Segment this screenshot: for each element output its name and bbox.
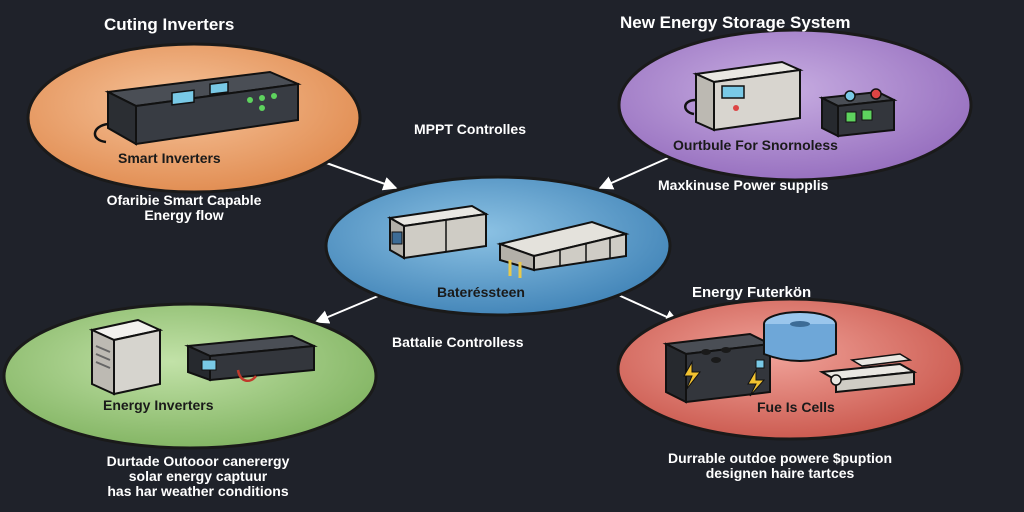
edge-label-mppt: MPPT Controlles bbox=[414, 121, 527, 137]
fuel-cell-icon bbox=[662, 311, 918, 404]
caption-line: Durrable outdoe powere $puption bbox=[667, 450, 892, 466]
battery-pack-icon bbox=[386, 204, 630, 278]
caption-energy-inverters: Durtade Outooor canerergy solar energy c… bbox=[60, 454, 336, 499]
node-energy-inverters bbox=[2, 302, 378, 450]
arrow-storage-to-battery bbox=[598, 157, 669, 190]
label-energy-inverters: Energy Inverters bbox=[103, 397, 214, 413]
label-smart-inverters: Smart Inverters bbox=[118, 150, 221, 166]
caption-line: has har weather conditions bbox=[107, 483, 289, 499]
caption-fuel-cells: Durrable outdoe powere $puption designen… bbox=[612, 451, 948, 481]
label-battery: Bateréssteen bbox=[437, 284, 525, 300]
arrow-smart-to-battery bbox=[317, 159, 398, 191]
caption-line: Energy flow bbox=[144, 207, 224, 223]
server-tower-icon bbox=[88, 318, 318, 396]
storage-cabinet-icon bbox=[684, 60, 898, 138]
title-bottom-right: Energy Futerkön bbox=[692, 284, 812, 301]
arrow-battery-to-inverters bbox=[314, 295, 379, 324]
caption-line: designen haire tartces bbox=[705, 465, 855, 481]
node-fuel-cells bbox=[616, 297, 964, 441]
edge-label-max-power: Maxkinuse Power supplis bbox=[658, 177, 829, 193]
label-fuel-cells: Fue Is Cells bbox=[757, 399, 835, 415]
caption-line: Durtade Outooor canerergy bbox=[106, 453, 290, 469]
node-battery bbox=[324, 175, 672, 317]
caption-line: solar energy captuur bbox=[128, 468, 268, 484]
inverter-box-icon bbox=[93, 70, 302, 146]
title-top-left: Cuting Inverters bbox=[104, 15, 235, 34]
edge-label-battalie: Battalie Controlless bbox=[392, 334, 524, 350]
arrow-battery-to-fuelcells bbox=[615, 293, 680, 324]
caption-line: Ofaribie Smart Capable bbox=[106, 192, 262, 208]
label-storage: Ourtbule For Snornoless bbox=[673, 137, 838, 153]
title-top-right: New Energy Storage System bbox=[620, 13, 851, 32]
caption-smart-inverters: Ofaribie Smart Capable Energy flow bbox=[64, 193, 304, 223]
